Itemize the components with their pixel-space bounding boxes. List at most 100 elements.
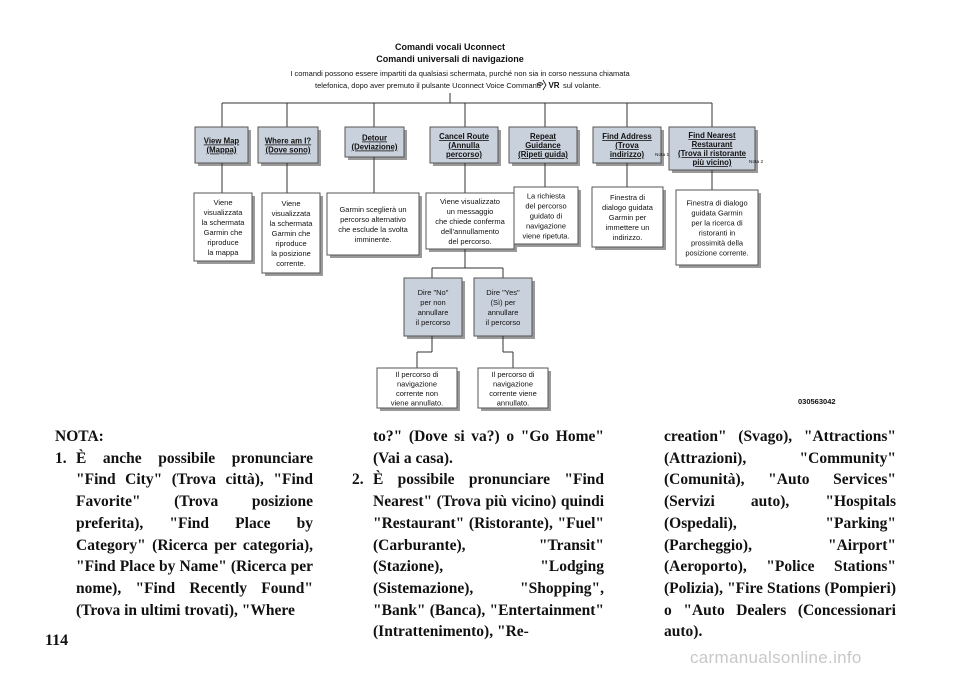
command-node-1-label: Where am I? <box>265 137 312 146</box>
text-column-2: to?" (Dove si va?) o "Go Home" (Vai a ca… <box>352 426 604 643</box>
note-item-2-continued-text: creation" (Svago), "Attractions" (Attraz… <box>664 428 896 641</box>
text-column-3: creation" (Svago), "Attractions" (Attraz… <box>664 426 896 643</box>
text-column-1: NOTA: 1. È anche possibile pronunciare "… <box>55 426 313 621</box>
diagram-intro-end: sul volante. <box>563 81 601 90</box>
result-box-0-text: Viene <box>213 198 232 207</box>
command-node-5-label: Find Address <box>602 132 652 141</box>
command-node-0-label: (Mappa) <box>207 146 237 155</box>
result-box-3-text: che chiede conferma <box>435 217 505 226</box>
result-box-1 <box>261 192 321 274</box>
page-number: 114 <box>45 632 69 649</box>
result-box-0-text: Garmin che <box>204 228 243 237</box>
command-node-6-label: Restaurant <box>692 140 733 149</box>
note-item-2: 2. È possibile pronunciare "Find Nearest… <box>352 469 604 643</box>
command-node-3-label: percorso) <box>446 150 482 159</box>
command-node-1-label: (Dove sono) <box>265 146 310 155</box>
answer-box-1-text: (Sì) per <box>490 298 516 307</box>
outcome-box-0-text: viene annullato. <box>391 398 444 407</box>
diagram-intro: I comandi possono essere impartiti da qu… <box>290 69 630 78</box>
outcome-box-1-text: annullato. <box>497 398 530 407</box>
command-node-4-label: Guidance <box>525 141 561 150</box>
answer-box-0-text: Dire "No" <box>418 288 449 297</box>
note-item-1-continued: to?" (Dove si va?) o "Go Home" (Vai a ca… <box>352 426 604 469</box>
result-box-6-text: posizione corrente. <box>685 249 748 258</box>
result-box-6-text: prossimità della <box>691 239 744 248</box>
vr-label: VR <box>548 81 559 90</box>
result-box-3-text: un messaggio <box>447 207 494 216</box>
outcome-box-0-text: corrente non <box>396 389 438 398</box>
answer-box-0-text: annullare <box>418 308 449 317</box>
result-box-2-text: Garmin sceglierà un <box>339 205 406 214</box>
result-box-5-text: dialogo guidata <box>602 203 654 212</box>
voice-wave-icon <box>542 79 547 91</box>
result-box-6-text: per la ricerca di <box>691 219 743 228</box>
result-box-1-text: la schermata <box>270 219 314 228</box>
command-node-4 <box>508 126 578 164</box>
result-box-5 <box>591 186 664 248</box>
note-item-1-number: 1. <box>55 449 67 467</box>
result-box-2 <box>326 192 420 256</box>
result-box-6-text: guidata Garmin <box>691 209 742 218</box>
outcome-box-1 <box>477 367 549 409</box>
note-heading: NOTA: <box>55 428 104 445</box>
diagram-subtitle: Comandi universali di navigazione <box>376 54 524 64</box>
command-node-6 <box>668 126 756 171</box>
result-box-1-text: corrente. <box>276 259 306 268</box>
result-box-4-text: viene ripetuta. <box>522 232 569 241</box>
answer-box-0-text: il percorso <box>416 318 451 327</box>
outcome-box-1-text: corrente viene <box>489 389 537 398</box>
result-box-6-text: Finestra di dialogo <box>686 199 747 208</box>
result-box-3-text: dell'annullamento <box>441 227 499 236</box>
result-box-4-text: guidato di <box>530 212 563 221</box>
command-node-2 <box>344 126 405 158</box>
figure-code: 030563042 <box>798 397 836 406</box>
result-box-1-text: riproduce <box>275 239 306 248</box>
command-node-6-label: (Trova il ristorante <box>678 149 747 158</box>
result-box-3-text: del percorso. <box>448 237 491 246</box>
result-box-4 <box>513 186 579 245</box>
note-item-1: 1. È anche possibile pronunciare "Find C… <box>55 448 313 622</box>
result-box-1-text: Viene <box>281 199 300 208</box>
answer-box-0 <box>403 277 463 337</box>
command-node-5-label: (Trova <box>615 141 639 150</box>
answer-box-1-text: Dire "Yes" <box>486 288 520 297</box>
note-item-1-continued-text: to?" (Dove si va?) o "Go Home" (Vai a ca… <box>373 428 604 467</box>
result-box-0 <box>193 192 253 262</box>
note-item-1-text: È anche possibile pronunciare "Find City… <box>76 449 313 619</box>
command-node-0 <box>194 126 249 164</box>
command-node-1 <box>257 126 319 164</box>
result-box-1-text: visualizzata <box>272 209 312 218</box>
result-box-6-text: ristoranti in <box>699 229 736 238</box>
answer-box-1 <box>473 277 533 337</box>
answer-box-1-text: annullare <box>488 308 519 317</box>
diagram-intro-2: telefonica, dopo aver premuto il pulsant… <box>315 81 541 90</box>
command-node-3-label: Cancel Route <box>439 132 489 141</box>
result-box-1-text: Garmin che <box>272 229 311 238</box>
command-node-3 <box>429 126 499 164</box>
command-node-2-label: Detour <box>362 134 387 143</box>
result-box-4-text: del percorso <box>525 202 566 211</box>
result-box-1-text: la posizione <box>271 249 311 258</box>
diagram-title: Comandi vocali Uconnect <box>395 42 505 52</box>
command-node-2-label: (Deviazione) <box>352 143 398 152</box>
note-item-2-text: È possibile pronunciare "Find Nearest" (… <box>373 471 604 641</box>
result-box-4-text: navigazione <box>526 222 566 231</box>
command-node-5-note: Nota 1 <box>655 152 669 158</box>
answer-box-1-text: il percorso <box>486 318 521 327</box>
result-box-0-text: la mappa <box>208 248 240 257</box>
result-box-5-text: Garmin per <box>609 213 647 222</box>
command-node-6-note: Nota 2 <box>749 159 763 165</box>
command-node-3-label: (Annulla <box>448 141 480 150</box>
command-node-4-label: Repeat <box>530 132 556 141</box>
outcome-box-1-text: Il percorso di <box>492 370 535 379</box>
result-box-2-text: imminente. <box>355 235 392 244</box>
outcome-box-0 <box>376 367 458 409</box>
command-node-0-label: View Map <box>204 137 240 146</box>
outcome-box-0-text: Il percorso di <box>396 370 439 379</box>
command-node-6-label: Find Nearest <box>688 131 736 140</box>
result-box-5-text: immettere un <box>606 223 650 232</box>
result-box-2-text: che esclude la svolta <box>338 225 408 234</box>
result-box-4-text: La richiesta <box>527 192 566 201</box>
result-box-0-text: la schermata <box>202 218 246 227</box>
result-box-3-text: Viene visualizzato <box>440 197 500 206</box>
